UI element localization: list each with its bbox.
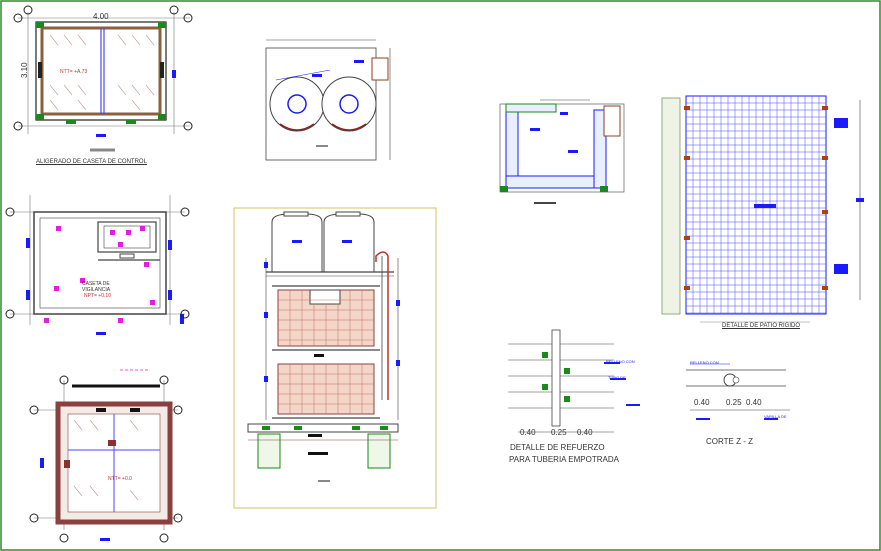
tank-elevation	[233, 207, 437, 509]
floor-detail-title: DETALLE DE PATIO RIGIDO	[722, 323, 801, 329]
floor-detail	[661, 95, 864, 323]
section-zz-title: CORTE Z - Z	[706, 437, 753, 446]
pipe-dim-1: 0.40	[520, 428, 536, 437]
section-zz	[686, 363, 790, 420]
pipe-dim-3: 0.40	[577, 428, 593, 437]
pipe-note-1: RELLENO CON	[606, 359, 635, 364]
foundation-level-label: NTT= +0.0	[108, 476, 132, 482]
foundation-plan	[29, 369, 183, 543]
roof-top-dimension: 4.00	[93, 12, 109, 21]
pipe-dim-2: 0.25	[551, 428, 567, 437]
pipe-detail	[508, 329, 640, 433]
roof-plan-title: ALIGERADO DE CASETA DE CONTROL	[36, 159, 147, 165]
zz-dim-1: 0.40	[694, 398, 710, 407]
tank-plan	[265, 39, 391, 161]
pipe-detail-title-2: PARA TUBERIA EMPOTRADA	[509, 455, 619, 464]
roof-level-label: NTT= +A.73	[60, 69, 88, 75]
floor-plan	[5, 195, 190, 335]
floor-level-label: NPT= +0.10	[84, 293, 111, 299]
roof-side-dimension: 3.10	[20, 62, 29, 78]
floor-room-label-2: VIGILANCIA	[82, 287, 111, 293]
zz-dim-2: 0.25	[726, 398, 742, 407]
pipe-note-2: TUBO DE	[608, 375, 626, 380]
zz-note-1: RELLENO CON	[690, 360, 719, 365]
cistern-section	[499, 99, 625, 204]
roof-plan	[13, 5, 193, 152]
floor-room-label-1: CASETA DE	[82, 281, 110, 287]
zz-note-2: VARILLA DE	[764, 414, 787, 419]
zz-dim-3: 0.40	[746, 398, 762, 407]
pipe-detail-title-1: DETALLE DE REFUERZO	[510, 443, 605, 452]
